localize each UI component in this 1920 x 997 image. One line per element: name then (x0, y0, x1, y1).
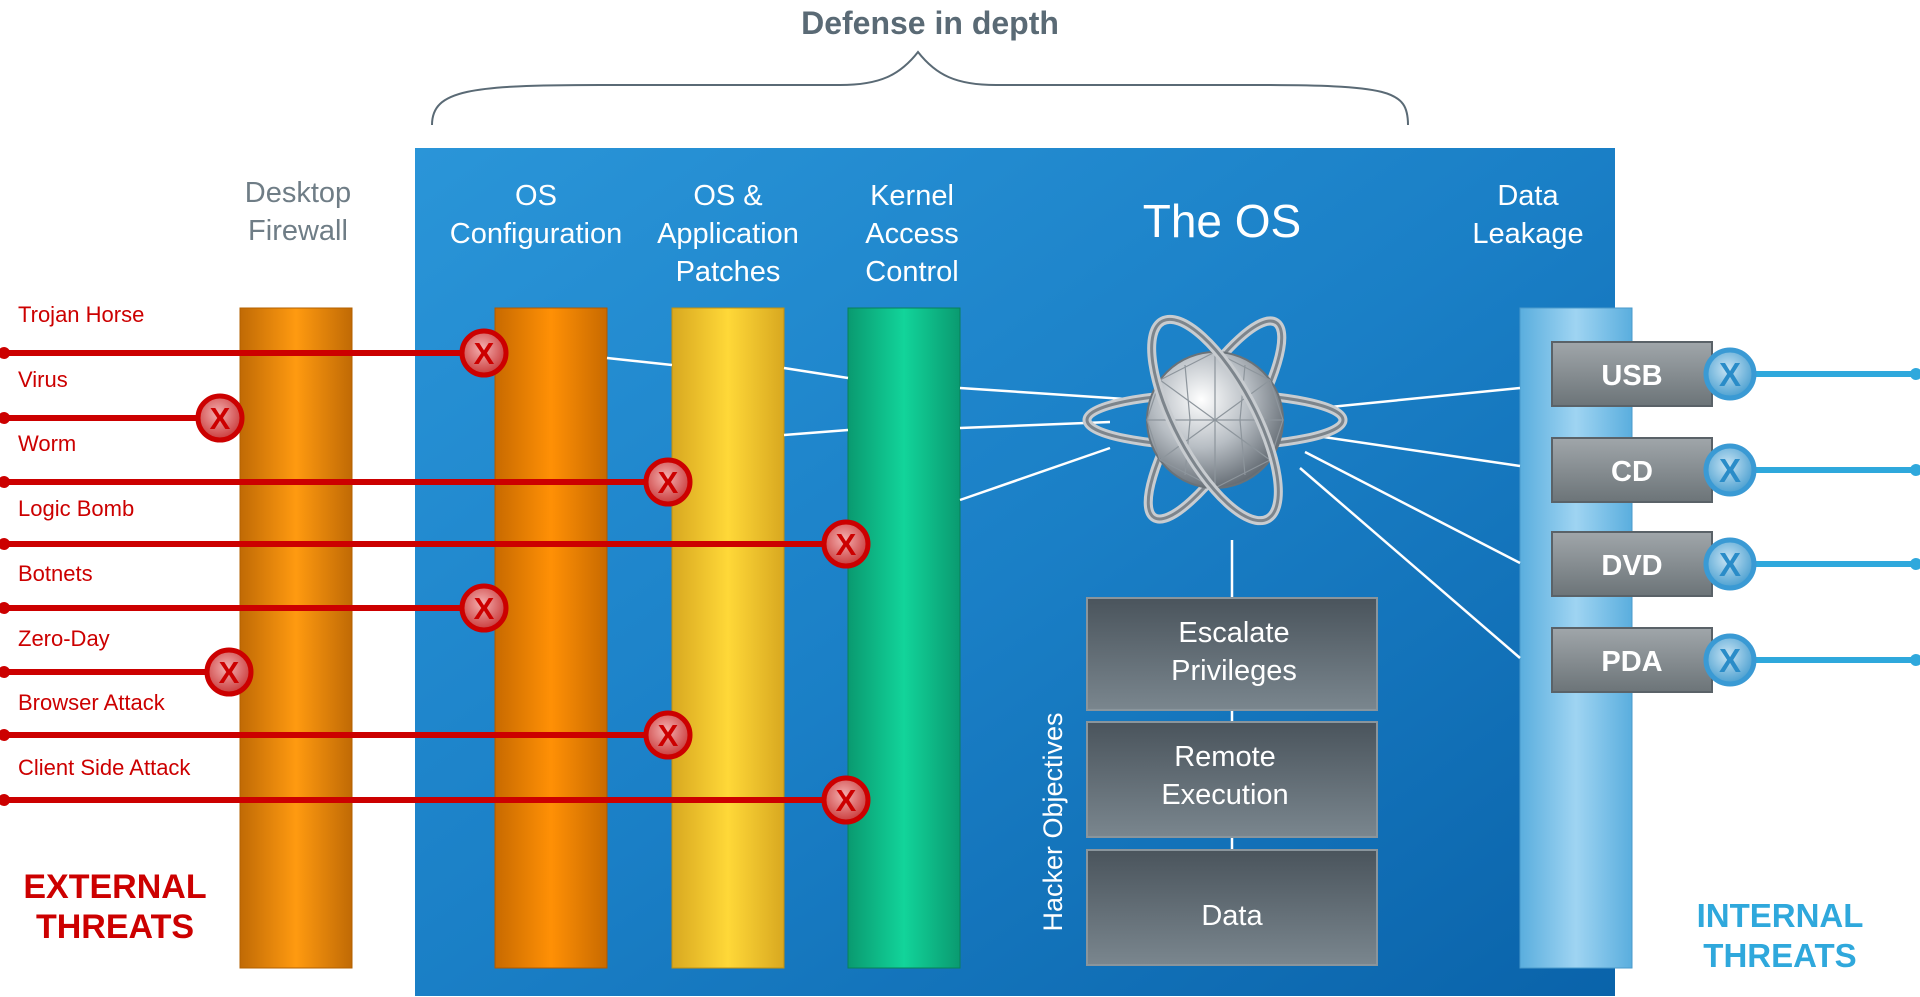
device-label: DVD (1601, 550, 1662, 582)
title-brace (431, 50, 1409, 126)
svg-text:X: X (474, 336, 495, 371)
svg-text:X: X (658, 465, 679, 500)
threat-label: Trojan Horse (18, 302, 144, 327)
blocked-mark-icon: X (643, 710, 693, 760)
svg-text:X: X (836, 783, 857, 818)
hacker-objectives-label: Hacker Objectives (1038, 712, 1068, 931)
device-label: PDA (1601, 646, 1662, 678)
threat-label: Logic Bomb (18, 496, 134, 521)
device-end-dot (1910, 368, 1920, 380)
firewall-column (239, 307, 353, 969)
objective-box (1086, 849, 1378, 966)
objective-box (1086, 721, 1378, 838)
device-end-dot (1910, 464, 1920, 476)
svg-text:X: X (1719, 642, 1741, 679)
blocked-mark-icon: X (643, 457, 693, 507)
internal-threat: PDA X (1551, 627, 1920, 693)
threat-label: Virus (18, 367, 68, 392)
internal-threat: USB X (1551, 341, 1920, 407)
device-end-dot (1910, 558, 1920, 570)
blocked-mark-icon: X (1703, 537, 1757, 591)
device-box (1551, 341, 1713, 407)
device-box (1551, 437, 1713, 503)
blocked-mark-icon: X (204, 647, 254, 697)
svg-text:X: X (1719, 356, 1741, 393)
device-label: CD (1611, 456, 1653, 488)
blocked-mark-icon: X (821, 519, 871, 569)
threat-label: Botnets (18, 561, 93, 586)
svg-text:X: X (658, 718, 679, 753)
threat-label: Browser Attack (18, 690, 166, 715)
kernel-column (847, 307, 961, 969)
os-panel (415, 148, 1615, 996)
internal-threat: DVD X (1551, 531, 1920, 597)
threat-label: Client Side Attack (18, 755, 191, 780)
internal-threats: USB X CD X DVD X PDA X (1551, 341, 1920, 693)
objective-box (1086, 597, 1378, 711)
svg-text:X: X (210, 401, 231, 436)
device-end-dot (1910, 654, 1920, 666)
threat-label: Worm (18, 431, 76, 456)
os-connector-lines (606, 356, 1521, 850)
blocked-mark-icon: X (1703, 443, 1757, 497)
patches-column (671, 307, 785, 969)
blocked-mark-icon: X (1703, 347, 1757, 401)
svg-text:X: X (474, 591, 495, 626)
device-label: USB (1601, 360, 1662, 392)
svg-text:X: X (1719, 452, 1741, 489)
objective-label: Data (1201, 900, 1263, 932)
diagram-title: Defense in depth (801, 5, 1059, 41)
blocked-mark-icon: X (459, 583, 509, 633)
os-globe-icon (1082, 314, 1348, 526)
blocked-mark-icon: X (1703, 633, 1757, 687)
device-box (1551, 627, 1713, 693)
svg-text:X: X (836, 527, 857, 562)
threat-label: Zero-Day (18, 626, 110, 651)
os-config-column (494, 307, 608, 969)
internal-threat: CD X (1551, 437, 1920, 503)
blocked-mark-icon: X (459, 328, 509, 378)
blocked-mark-icon: X (821, 775, 871, 825)
svg-text:X: X (219, 655, 240, 690)
blocked-mark-icon: X (195, 393, 245, 443)
svg-text:X: X (1719, 546, 1741, 583)
the-os-label: The OS (1143, 195, 1302, 247)
